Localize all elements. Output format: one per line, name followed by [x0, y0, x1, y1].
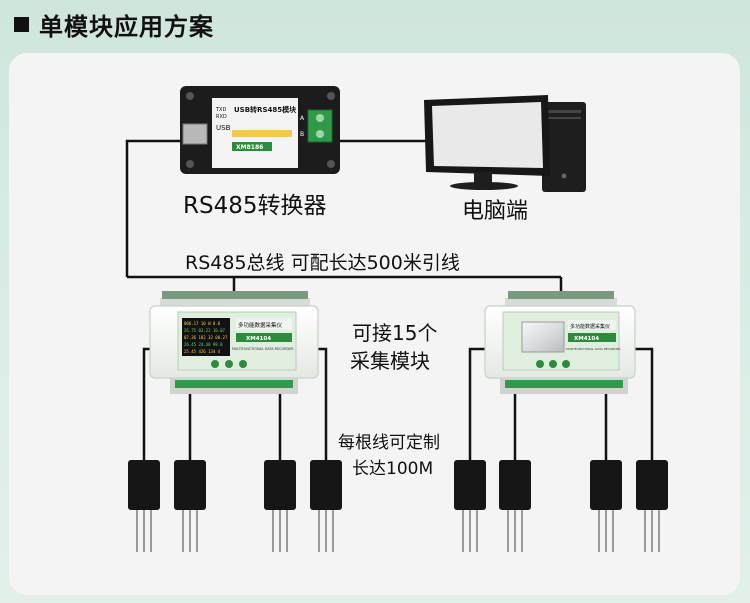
converter-model: XM8186 — [236, 144, 263, 151]
display-row-1: 006.17 10 W 0.8 — [184, 321, 221, 326]
cable-length-note-line2: 长达100M — [352, 459, 434, 479]
converter-rx-label: RXD — [216, 114, 227, 120]
module-2-model: XM4104 — [574, 336, 599, 342]
module-1-display: 006.17 10 W 0.8 26.75 03.22 10.07 07.36 … — [184, 321, 228, 354]
converter-usb-label: USB — [216, 124, 231, 132]
section-title: 单模块应用方案 — [39, 12, 214, 41]
converter-tx-label: TXD — [215, 107, 226, 113]
converter-b-label: B — [300, 131, 304, 138]
display-row-4: 26.45 24.40 98.8 — [184, 342, 223, 347]
display-row-2: 26.75 03.22 10.07 — [184, 328, 226, 333]
collector-module-1 — [149, 291, 319, 394]
display-row-5: 25.45 426 134 4 — [184, 349, 221, 354]
collector-module-2 — [484, 291, 636, 394]
module-count-note-line1: 可接15个 — [352, 321, 438, 345]
sensor-4 — [310, 460, 342, 510]
module-count-note-line2: 采集模块 — [350, 349, 430, 373]
display-row-3: 07.36 102 32 00.27 — [184, 335, 228, 340]
cable-length-note-line1: 每根线可定制 — [338, 433, 440, 453]
module-1-model: XM4104 — [246, 336, 271, 342]
sensor-8 — [636, 460, 668, 510]
computer — [424, 95, 586, 192]
sensor-7 — [590, 460, 622, 510]
converter-caption: RS485转换器 — [183, 193, 327, 219]
title-square-icon — [14, 16, 29, 32]
sensor-3 — [264, 460, 296, 510]
sensor-2 — [174, 460, 206, 510]
rs485-converter: USB转RS485模块 USB TXD RXD A B XM8186 — [180, 86, 340, 174]
module-2-title: 多功能数据采集仪 — [570, 323, 610, 330]
sensor-6 — [499, 460, 531, 510]
converter-face-title: USB转RS485模块 — [234, 105, 297, 114]
bus-caption: RS485总线 可配长达500米引线 — [185, 252, 460, 274]
section-header: 单模块应用方案 — [14, 8, 214, 41]
sensor-5 — [454, 460, 486, 510]
sensor-probes — [136, 510, 660, 552]
sensor-1 — [128, 460, 160, 510]
computer-caption: 电脑端 — [462, 199, 529, 224]
sensors — [128, 460, 668, 510]
module-2-subtitle: MULTIFUNCTIONAL DATA RECORDER — [566, 347, 621, 351]
module-1-title: 多功能数据采集仪 — [238, 321, 283, 329]
module-1-subtitle: MULTIFUNCTIONAL DATA RECORDER — [232, 347, 294, 351]
converter-a-label: A — [300, 115, 305, 122]
